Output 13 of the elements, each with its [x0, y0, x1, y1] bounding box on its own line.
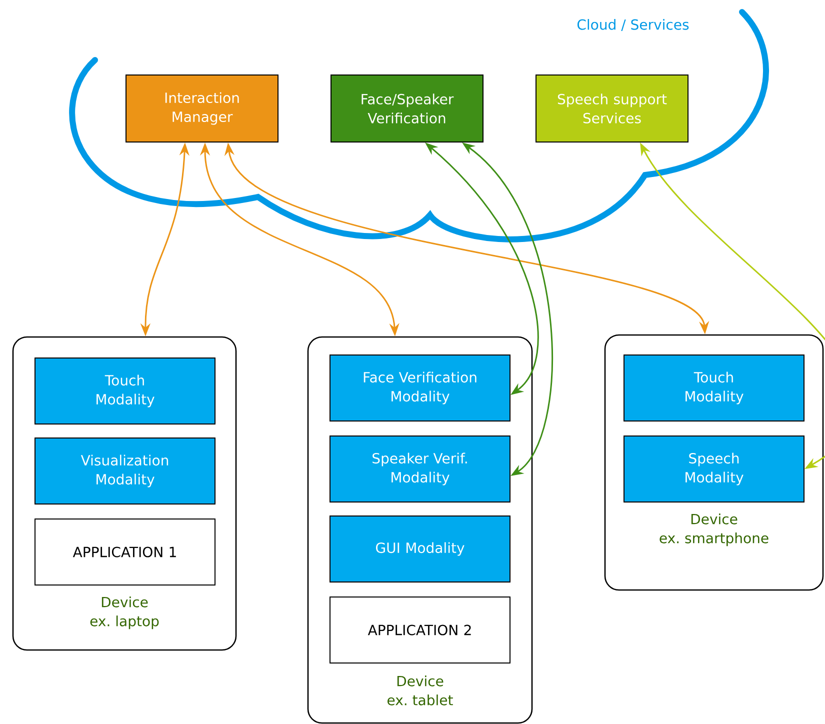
modality-box: Visualization Modality [34, 438, 216, 504]
service-box: Face/Speaker Verification [330, 74, 484, 142]
application-box: APPLICATION 1 [34, 518, 216, 586]
cloud-label: Cloud / Services [577, 19, 689, 31]
application-box: APPLICATION 2 [330, 596, 510, 664]
service-box: Interaction Manager [126, 74, 278, 142]
modality-box: Touch Modality [34, 358, 216, 424]
modality-box: GUI Modality [330, 516, 510, 582]
modality-box: Speech Modality [624, 436, 804, 502]
modality-box: Speaker Verif. Modality [330, 436, 510, 502]
modality-box: Face Verification Modality [330, 354, 510, 422]
service-box: Speech support Services [536, 74, 688, 142]
modality-box: Touch Modality [624, 354, 804, 422]
